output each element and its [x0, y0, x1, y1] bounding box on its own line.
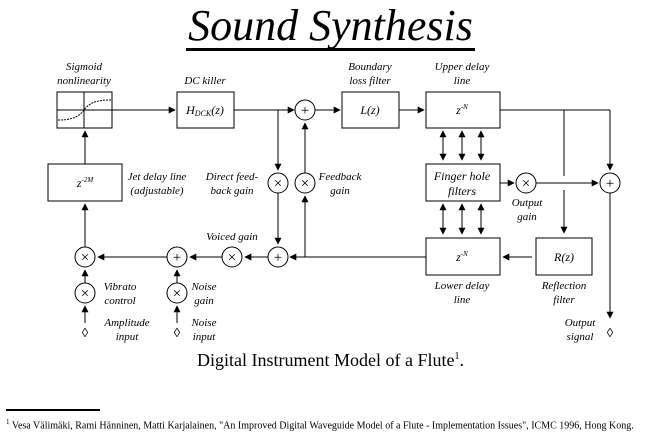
lower-delay-label-2: line: [454, 294, 471, 306]
mult-symbol: ×: [522, 176, 530, 192]
footnote-mark: 1: [6, 418, 10, 426]
vibrato-label-2: control: [104, 295, 135, 307]
upper-delay-content: z-N: [455, 103, 468, 117]
dc-killer-content: HDCK(z): [185, 103, 224, 118]
caption-suffix: .: [459, 350, 464, 370]
sum-symbol: +: [274, 250, 282, 266]
sum-symbol: +: [173, 250, 181, 266]
output-signal-label-1: Output: [565, 317, 597, 329]
output-signal-label-2: signal: [567, 331, 594, 343]
feedback-gain-label-1: Feedback: [318, 171, 363, 183]
mult-symbol: ×: [173, 286, 181, 302]
noise-gain-label-2: gain: [194, 295, 214, 307]
noise-input-icon: ◊: [174, 325, 181, 340]
output-gain-label-1: Output: [512, 197, 544, 209]
output-signal-icon: ◊: [607, 325, 614, 340]
lower-delay-content: z-N: [455, 250, 468, 264]
mult-symbol: ×: [301, 176, 309, 192]
upper-delay-label-2: line: [454, 75, 471, 87]
direct-feedback-label-2: back gain: [210, 185, 254, 197]
figure-caption: Digital Instrument Model of a Flute1.: [0, 350, 661, 371]
mult-symbol: ×: [81, 286, 89, 302]
dc-killer-label: DC killer: [183, 75, 226, 87]
loss-filter-label-2: loss filter: [349, 75, 391, 87]
reflection-filter-block: [535, 237, 593, 276]
footnote: 1 Vesa Välimäki, Rami Hänninen, Matti Ka…: [6, 418, 634, 431]
finger-hole-content-1: Finger hole: [433, 169, 491, 183]
finger-hole-content-2: filters: [448, 184, 476, 198]
caption-footnote-mark[interactable]: 1: [454, 351, 460, 362]
mult-symbol: ×: [274, 176, 282, 192]
noise-gain-node: [166, 282, 188, 304]
feedback-gain-label-2: gain: [330, 185, 350, 197]
footnote-text: Vesa Välimäki, Rami Hänninen, Matti Karj…: [11, 420, 634, 432]
loss-filter-label-1: Boundary: [348, 61, 392, 73]
amplitude-input-label-1: Amplitude: [103, 317, 149, 329]
voiced-gain-label: Voiced gain: [206, 231, 258, 243]
jet-delay-label-1: Jet delay line: [128, 171, 187, 183]
sum-symbol: +: [301, 103, 309, 119]
noise-input-label-1: Noise: [190, 317, 216, 329]
amplitude-input-label-2: input: [116, 331, 140, 343]
sigmoid-label-1: Sigmoid: [66, 61, 103, 73]
loss-filter-content: L(z): [359, 103, 379, 117]
sigmoid-block: [56, 91, 113, 129]
lower-delay-label-1: Lower delay: [434, 280, 490, 292]
page-title: Sound Synthesis: [0, 4, 661, 51]
reflection-label-1: Reflection: [541, 280, 587, 292]
jet-delay-content: z-2M: [76, 176, 95, 190]
noise-input-label-2: input: [193, 331, 217, 343]
output-gain-label-2: gain: [517, 211, 537, 223]
caption-text: Digital Instrument Model of a Flute: [197, 350, 455, 370]
footnote-divider: [6, 409, 100, 411]
mult-symbol: ×: [228, 250, 236, 266]
reflection-content: R(z): [553, 250, 574, 264]
sum-symbol: +: [606, 176, 614, 192]
direct-feedback-label-1: Direct feed-: [205, 171, 259, 183]
vibrato-label-1: Vibrato: [104, 281, 137, 293]
upper-delay-label-1: Upper delay: [435, 61, 490, 73]
vibrato-node: [74, 282, 96, 304]
flute-block-diagram: + + + + × × × × × × × ◊ ◊ ◊ HDCK(z) L(z)…: [47, 61, 621, 343]
reflection-label-2: filter: [553, 294, 575, 306]
jet-delay-label-2: (adjustable): [130, 185, 183, 197]
noise-gain-label-1: Noise: [190, 281, 216, 293]
amplitude-input-icon: ◊: [82, 325, 89, 340]
mult-symbol: ×: [81, 250, 89, 266]
title-text: Sound Synthesis: [186, 1, 475, 51]
sigmoid-label-2: nonlinearity: [57, 75, 111, 87]
